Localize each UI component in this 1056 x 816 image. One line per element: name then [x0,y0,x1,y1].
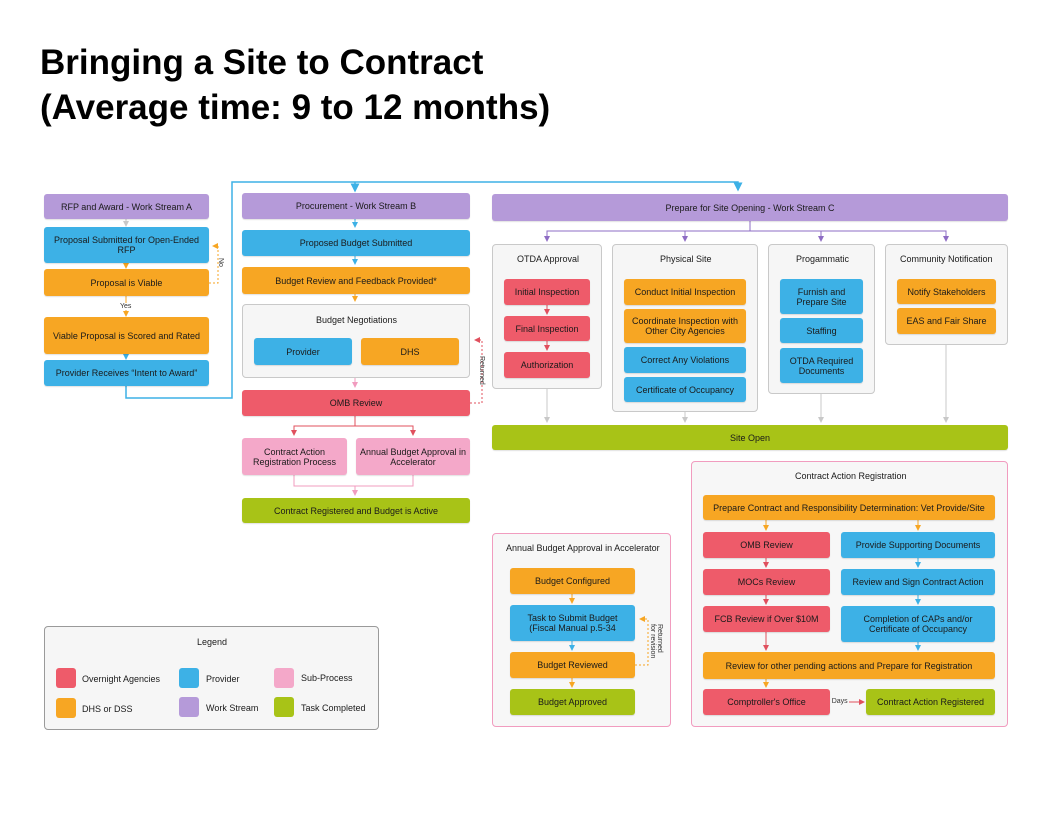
contract-action-subprocess: Contract Action Registration Process [242,438,347,475]
budget-approved-step: Budget Approved [510,689,635,715]
task-submit-budget-step: Task to Submit Budget (Fiscal Manual p.5… [510,605,635,641]
stream-b-header: Procurement - Work Stream B [242,193,470,219]
otda-initial-inspection: Initial Inspection [504,279,590,305]
contract-registered-step: Contract Registered and Budget is Active [242,498,470,523]
comptroller-office-step: Comptroller's Office [703,689,830,715]
proposal-viable-step: Proposal is Viable [44,269,209,296]
programmatic-staffing: Staffing [780,318,863,343]
otda-authorization: Authorization [504,352,590,378]
page-title: Bringing a Site to Contract (Average tim… [40,40,550,130]
legend-label-dhs-dss: DHS or DSS [82,704,133,714]
legend-label-task-completed: Task Completed [301,703,366,713]
pending-actions-step: Review for other pending actions and Pre… [703,652,995,679]
community-notify-stakeholders: Notify Stakeholders [897,279,996,304]
legend-swatch-sub-process [274,668,294,688]
legend-swatch-task-completed [274,697,294,717]
contract-action-registered-step: Contract Action Registered [866,689,995,715]
budget-submitted-step: Proposed Budget Submitted [242,230,470,256]
no-label: No [217,258,224,267]
proposal-scored-step: Viable Proposal is Scored and Rated [44,317,209,354]
legend-swatch-dhs-dss [56,698,76,718]
prepare-contract-step: Prepare Contract and Responsibility Dete… [703,495,995,520]
supporting-docs-step: Provide Supporting Documents [841,532,995,558]
annual-budget-subprocess: Annual Budget Approval in Accelerator [356,438,470,475]
annual-budget-panel-title: Annual Budget Approval in Accelerator [506,543,660,553]
negotiation-provider: Provider [254,338,352,365]
legend-label-provider: Provider [206,674,240,684]
physical-coordinate-inspection: Coordinate Inspection with Other City Ag… [624,309,746,343]
review-sign-step: Review and Sign Contract Action [841,569,995,595]
legend-label-oversight: Overnight Agencies [82,674,161,684]
negotiation-dhs: DHS [361,338,459,365]
intent-to-award-step: Provider Receives “Intent to Award” [44,360,209,386]
legend-swatch-work-stream [179,697,199,717]
title-line-1: Bringing a Site to Contract [40,43,484,82]
legend-title: Legend [197,637,228,647]
legend-label-work-stream: Work Stream [206,703,259,713]
contract-action-panel-title: Contract Action Registration [795,471,907,481]
completion-caps-step: Completion of CAPs and/or Certificate of… [841,606,995,642]
returned-label: Returned [478,356,485,385]
otda-title: OTDA Approval [517,254,580,264]
stream-c-header: Prepare for Site Opening - Work Stream C [492,194,1008,221]
omb-review-step: OMB Review [242,390,470,416]
fcb-review-step: FCB Review if Over $10M [703,606,830,632]
returned-label-annual-1: Returned [656,624,663,653]
programmatic-title: Progammatic [796,254,850,264]
budget-negotiations-title: Budget Negotiations [316,315,398,325]
physical-conduct-inspection: Conduct Initial Inspection [624,279,746,305]
yes-label: Yes [120,303,132,310]
mocs-review-step: MOCs Review [703,569,830,595]
site-open-step: Site Open [492,425,1008,450]
physical-site-title: Physical Site [660,254,712,264]
legend-swatch-provider [179,668,199,688]
thirty-days-label: 30 Days [822,698,848,705]
budget-reviewed-step: Budget Reviewed [510,652,635,678]
proposal-submitted-step: Proposal Submitted for Open-Ended RFP [44,227,209,263]
legend-swatch-oversight [56,668,76,688]
budget-configured-step: Budget Configured [510,568,635,594]
community-eas-fair-share: EAS and Fair Share [897,308,996,334]
stream-a-header: RFP and Award - Work Stream A [44,194,209,219]
otda-final-inspection: Final Inspection [504,316,590,341]
car-omb-review-step: OMB Review [703,532,830,558]
budget-review-step: Budget Review and Feedback Provided* [242,267,470,294]
physical-correct-violations: Correct Any Violations [624,347,746,373]
legend-label-sub-process: Sub-Process [301,673,353,683]
legend: Legend Overnight Agencies Provider Sub-P… [44,626,379,730]
returned-label-annual-2: for revision [649,624,656,659]
programmatic-furnish: Furnish and Prepare Site [780,279,863,314]
physical-certificate-occupancy: Certificate of Occupancy [624,377,746,402]
community-title: Community Notification [900,254,993,264]
title-line-2: (Average time: 9 to 12 months) [40,88,551,127]
programmatic-otda-docs: OTDA Required Documents [780,348,863,383]
